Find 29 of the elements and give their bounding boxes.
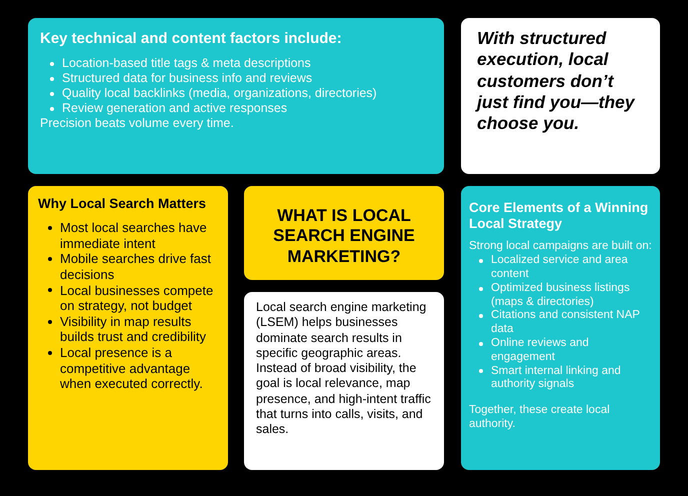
card-heading: Why Local Search Matters	[38, 196, 208, 212]
card-text: Local search engine marketing (LSEM) helps businesses dominate search results in specific geographic areas. Instead of broad visibility, the goal is local relevance, map presence, and high-intent traffic that turns into calls, visits, and sales.	[256, 300, 432, 438]
info-card	[28, 18, 444, 174]
bullet-item: Optimized business listings (maps & directories)	[491, 282, 630, 308]
bullet-item: Structured data for business info and reviews	[62, 71, 312, 85]
info-card	[461, 18, 660, 174]
info-card	[28, 186, 228, 470]
bullet-item: Local presence is a competitive advantage when executed correctly.	[60, 344, 203, 392]
quote-text: With structured execution, local customers don’t just find you—they choose you.	[477, 28, 636, 135]
info-card	[244, 292, 444, 470]
card-heading: Core Elements of a Winning Local Strategy	[469, 200, 650, 232]
info-card	[461, 186, 660, 470]
bullet-item: Localized service and area content	[491, 254, 628, 280]
info-card	[244, 186, 444, 280]
card-text: Together, these create local authority.	[469, 404, 611, 432]
card-text: Precision beats volume every time.	[40, 116, 235, 131]
card-heading: Key technical and content factors include:	[40, 30, 343, 48]
bullet-item: Citations and consistent NAP data	[491, 309, 640, 336]
card-text: Strong local campaigns are built on:	[469, 240, 652, 254]
bullet-item: Smart internal linking and authority signals	[491, 364, 621, 390]
bullet-item: Review generation and active responses	[62, 101, 288, 115]
bullet-item: Local businesses compete on strategy, not budget	[60, 282, 214, 314]
bullet-item: Online reviews and engagement	[491, 336, 589, 363]
card-title: WHAT IS LOCAL SEARCH ENGINE MARKETING?	[272, 206, 416, 268]
bullet-item: Location-based title tags & meta descriptions	[62, 56, 311, 70]
bullet-item: Visibility in map results builds trust and credibility	[60, 314, 206, 344]
bullet-item: Quality local backlinks (media, organizations, directories)	[62, 86, 377, 100]
bullet-item: Mobile searches drive fast decisions	[60, 251, 212, 282]
bullet-item: Most local searches have immediate intent	[60, 220, 207, 251]
